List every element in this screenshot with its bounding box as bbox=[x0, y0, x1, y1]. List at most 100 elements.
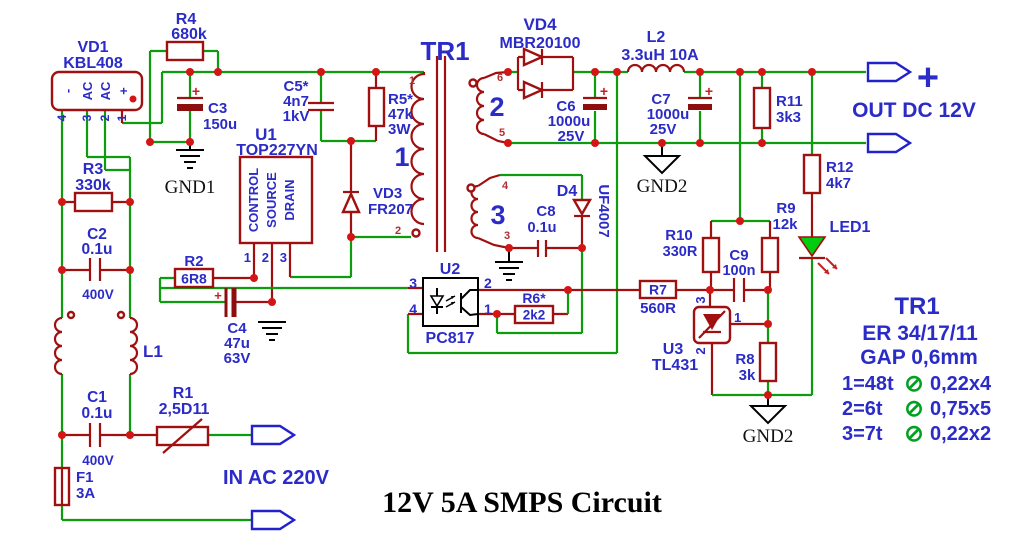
c7-ref: C7 bbox=[651, 91, 670, 108]
l1-ref: L1 bbox=[143, 342, 163, 361]
transformer-tr1: TR1 1 2 3 1 2 6 5 4 3 bbox=[394, 36, 510, 252]
r4-value: 680k bbox=[171, 26, 207, 43]
spec-row2-winding: 2=6t bbox=[842, 398, 883, 420]
control-loop-primary: R2 6R8 + C4 47u 63V bbox=[173, 253, 286, 367]
c5-extra: 1kV bbox=[283, 108, 310, 125]
u2-pin1: 1 bbox=[484, 301, 492, 317]
feedback-network: U2 PC817 3 4 2 1 R6* 2k2 R7 560R R10 330… bbox=[409, 183, 798, 447]
c7-plus: + bbox=[705, 83, 713, 99]
u3-pin3: 3 bbox=[693, 296, 708, 303]
cap-c9 bbox=[732, 278, 746, 302]
u3-pin2: 2 bbox=[693, 347, 708, 354]
gnd2-bottom-symbol: GND2 bbox=[743, 405, 794, 447]
controller-u1: U1 TOP227YN CONTROL SOURCE DRAIN 1 2 3 bbox=[236, 125, 318, 265]
l2-ref: L2 bbox=[647, 29, 666, 46]
c3-plus: + bbox=[192, 83, 200, 99]
r11-value: 3k3 bbox=[776, 109, 801, 126]
r2-ref: R2 bbox=[184, 253, 203, 270]
r4-ref: R4 bbox=[176, 11, 197, 28]
led1: LED1 bbox=[797, 219, 871, 275]
w3-pin-bot: 3 bbox=[504, 230, 510, 242]
u2-pin2: 2 bbox=[484, 275, 492, 291]
signal-ground-aux bbox=[495, 261, 523, 281]
gnd2-top-symbol: GND2 bbox=[637, 155, 687, 197]
u1-pin-drain: DRAIN bbox=[282, 179, 297, 220]
vd3-ref: VD3 bbox=[373, 185, 402, 202]
r1-ref: R1 bbox=[173, 385, 194, 402]
r5-ref: R5* bbox=[388, 91, 413, 108]
l2-value: 3.3uH 10A bbox=[621, 47, 699, 64]
spec-gap: GAP 0,6mm bbox=[860, 346, 978, 369]
w2-pin-bot: 5 bbox=[499, 127, 505, 139]
tr1-label: TR1 bbox=[420, 36, 469, 66]
output-rectifier: VD4 MBR20100 + C6 1000u 25V L2 3.3uH 10A… bbox=[500, 15, 976, 197]
w3-pin-top: 4 bbox=[502, 180, 509, 192]
gnd1-symbol: GND1 bbox=[165, 142, 215, 198]
r10-ref: R10 bbox=[665, 227, 693, 244]
r5-value: 47k bbox=[388, 106, 414, 123]
spec-row2-wire: 0,75x5 bbox=[930, 398, 991, 420]
resistor-r5 bbox=[367, 86, 386, 128]
c8-ref: C8 bbox=[536, 203, 555, 220]
c5-value: 4n7 bbox=[283, 93, 309, 110]
diode-vd3: VD3 FR207 bbox=[341, 185, 413, 218]
diameter-icon: ⊘ bbox=[904, 370, 923, 396]
c7-value: 1000u bbox=[647, 106, 690, 123]
winding3-phase-dot bbox=[466, 183, 476, 193]
u1-pin1: 1 bbox=[244, 250, 251, 265]
u1-part: TOP227YN bbox=[236, 142, 318, 159]
c5-ref: C5* bbox=[283, 78, 308, 95]
page-title: 12V 5A SMPS Circuit bbox=[382, 486, 662, 519]
cap-c5 bbox=[308, 101, 334, 112]
c6-extra: 25V bbox=[558, 128, 585, 145]
c7-extra: 25V bbox=[650, 121, 677, 138]
resistor-r10 bbox=[701, 236, 721, 274]
cap-c7-plate bbox=[688, 104, 712, 110]
inductor-l2: L2 3.3uH 10A bbox=[621, 29, 699, 73]
cap-c1 bbox=[88, 423, 102, 447]
r9-value: 12k bbox=[772, 216, 798, 233]
cap-c6-plate bbox=[583, 104, 607, 110]
c8-value: 0.1u bbox=[527, 220, 556, 236]
f1-value: 3A bbox=[76, 485, 95, 502]
winding2-number: 2 bbox=[489, 92, 504, 122]
u2-pin4: 4 bbox=[409, 301, 417, 317]
u1-pin-control: CONTROL bbox=[246, 168, 261, 232]
output-indicator: R11 3k3 R12 4k7 LED1 bbox=[752, 86, 871, 275]
choke-l1: L1 bbox=[53, 310, 163, 376]
u1-ref: U1 bbox=[255, 125, 277, 144]
diameter-icon: ⊘ bbox=[904, 420, 923, 446]
u1-pin3: 3 bbox=[280, 250, 287, 265]
vd1-ref: VD1 bbox=[77, 39, 108, 56]
resistor-r3 bbox=[73, 191, 114, 213]
vd4-value: MBR20100 bbox=[500, 35, 581, 52]
cap-c2 bbox=[88, 258, 102, 281]
f1-ref: F1 bbox=[76, 469, 94, 486]
winding1-phase-dot bbox=[411, 228, 421, 238]
aux-rectifier: D4 UF4007 C8 0.1u bbox=[495, 183, 612, 281]
shunt-regulator-u3: 3 1 2 U3 TL431 bbox=[652, 296, 741, 374]
u1-pin-source: SOURCE bbox=[264, 172, 279, 228]
spec-row3-wire: 0,22x2 bbox=[930, 423, 991, 445]
vd1-ac1: AC bbox=[80, 81, 95, 100]
spec-core: ER 34/17/11 bbox=[862, 322, 978, 345]
resistor-r6 bbox=[513, 304, 555, 325]
varistor-r1: R1 2,5D11 bbox=[155, 385, 209, 454]
d4-value: UF4007 bbox=[595, 184, 612, 237]
winding3-number: 3 bbox=[490, 200, 505, 230]
r8-value: 3k bbox=[739, 367, 756, 384]
spec-row1-wire: 0,22x4 bbox=[930, 373, 992, 395]
c1-extra: 400V bbox=[82, 453, 114, 468]
resistor-r2 bbox=[173, 267, 215, 289]
transformer-specs: TR1 ER 34/17/11 GAP 0,6mm 1=48t ⊘ 0,22x4… bbox=[842, 293, 992, 446]
vd1-pin1: 1 bbox=[115, 114, 129, 121]
vd1-pin3: 3 bbox=[80, 114, 94, 121]
vd1-pin2: 2 bbox=[98, 114, 112, 121]
resistor-r11 bbox=[752, 86, 772, 130]
spec-row3-winding: 3=7t bbox=[842, 423, 883, 445]
gnd2-bottom-label: GND2 bbox=[743, 426, 794, 447]
r9-ref: R9 bbox=[776, 200, 795, 217]
u2-part: PC817 bbox=[426, 330, 475, 347]
optocoupler-u2: U2 PC817 3 4 2 1 bbox=[409, 261, 492, 347]
